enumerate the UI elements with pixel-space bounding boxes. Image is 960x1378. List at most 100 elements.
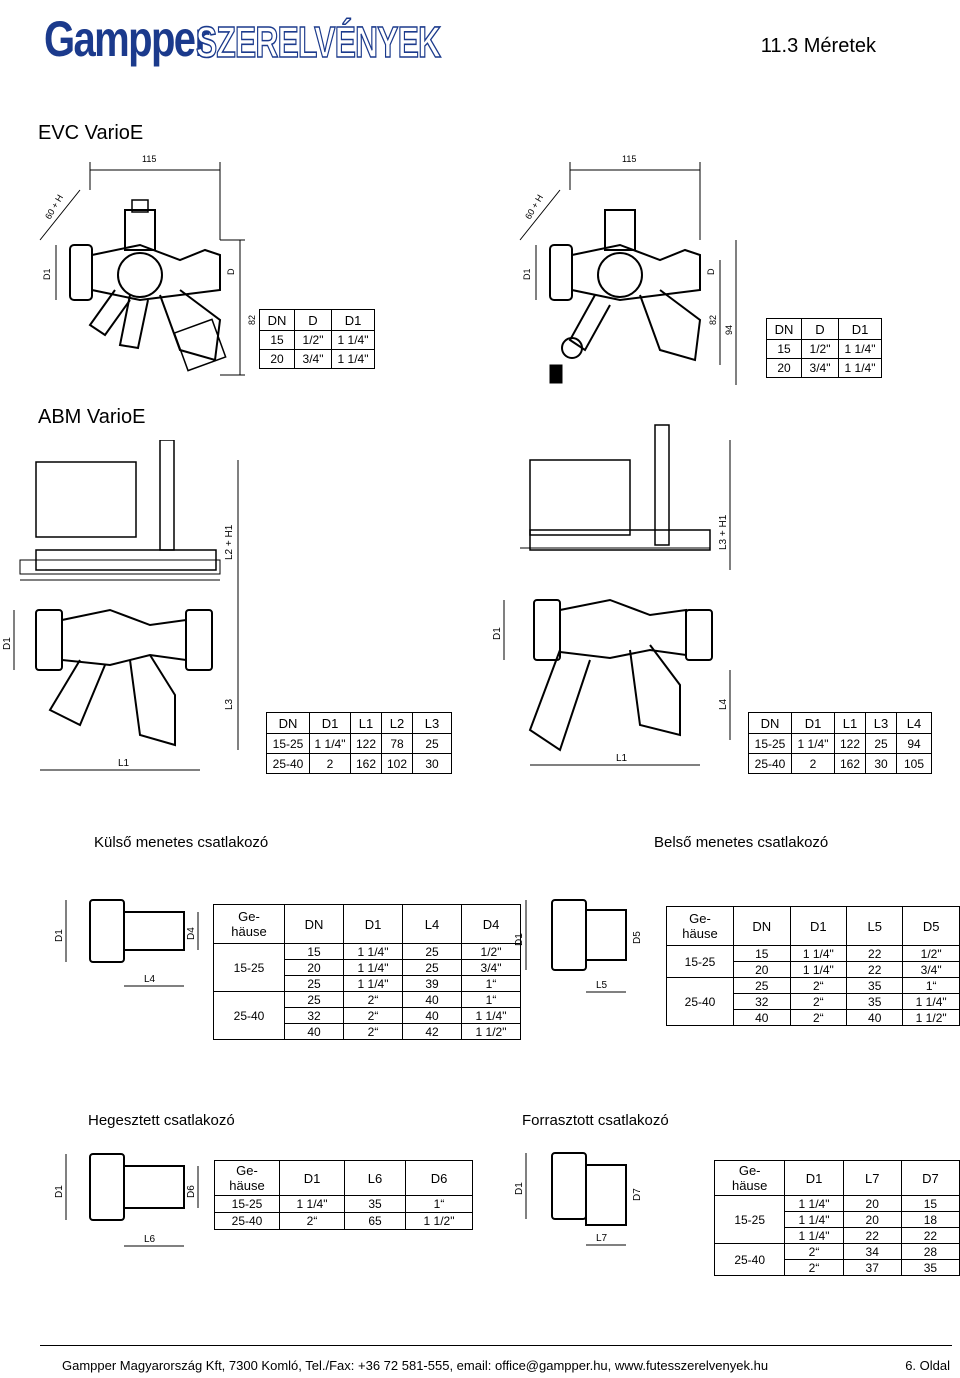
cell: 40 [846, 1009, 904, 1026]
cell: 35 [900, 1259, 960, 1276]
cell: 2 [309, 753, 351, 774]
cell: 30 [865, 753, 897, 774]
col-l3: L3 [865, 712, 897, 734]
cell: 20 [842, 1195, 902, 1212]
col-gehause: Ge- häuse [713, 1160, 786, 1196]
table-header-row: DN D D1 [259, 309, 375, 331]
col-dn: DN [748, 712, 792, 734]
cell: 162 [834, 753, 866, 774]
cell: 15 [733, 945, 791, 962]
cell: 25 [865, 733, 897, 754]
cell: 32 [284, 1007, 344, 1024]
col-l1: L1 [350, 712, 382, 734]
hegesztett-d6-label: D6 [186, 1185, 197, 1198]
forrasztott-d7-label: D7 [632, 1188, 643, 1201]
col-d: D [294, 309, 332, 331]
cell: 25 [284, 975, 344, 992]
abm-valve-drawing-left: L2 + H1 D1 L3 L1 [2, 440, 239, 771]
abm-l1-label-right: L1 [616, 753, 628, 764]
cell: 15-25 [748, 733, 792, 754]
cell: 42 [402, 1023, 462, 1040]
cell: 20 [284, 959, 344, 976]
cell: 25 [284, 991, 344, 1008]
col-l1: L1 [834, 712, 866, 734]
evc-dim-60h-left: 60 + H [43, 193, 65, 221]
evc-dim-94-right: 94 [724, 325, 734, 335]
col-gehause: Ge- häuse [214, 1160, 280, 1196]
cell: 1 1/4" [838, 339, 882, 359]
col-l6: L6 [344, 1160, 406, 1196]
cell: 122 [834, 733, 866, 754]
cell: 3/4" [902, 961, 960, 978]
evc-valve-drawing-left: 115 60 + H D1 D 82 [39, 154, 257, 376]
abm-valve-drawing-right: L3 + H1 D1 L4 L1 [492, 424, 731, 766]
table-header-row: Ge- häuse DN D1 L4 D4 [213, 904, 521, 944]
belso-fitting-drawing: D1 D5 L5 [514, 899, 643, 993]
cell: 1/2" [902, 945, 960, 962]
cell: 94 [896, 733, 932, 754]
cell: 1 1/4" [789, 961, 848, 978]
col-l4: L4 [402, 904, 462, 944]
cell: 18 [900, 1211, 960, 1228]
col-d1: D1 [789, 906, 848, 946]
cell: 1 1/4" [784, 1195, 844, 1212]
cell: 15 [284, 943, 344, 960]
cell-gehause: 15-25 [213, 943, 285, 992]
col-d7: D7 [900, 1160, 960, 1196]
evc-dim-60h-right: 60 + H [523, 193, 545, 221]
cell: 22 [900, 1227, 960, 1244]
logo-gampper: Gampper [44, 11, 210, 67]
forrasztott-d1-label: D1 [514, 1182, 525, 1195]
evc-d1-label-right: D1 [522, 268, 532, 280]
cell: 40 [284, 1023, 344, 1040]
cell: 1 1/4" [791, 733, 835, 754]
cell: 1 1/2" [902, 1009, 960, 1026]
evc-d-label-left: D [226, 268, 236, 275]
cell: 1 1/4" [784, 1227, 844, 1244]
cell-gehause: 15-25 [665, 945, 735, 978]
col-d4: D4 [461, 904, 521, 944]
table-header-row: DN D D1 [766, 318, 882, 340]
kulso-l4-label: L4 [144, 974, 156, 985]
kulso-fitting-drawing: D1 D4 L4 [54, 899, 199, 987]
abm-l4-label-right: L4 [718, 698, 729, 710]
col-dn: DN [766, 318, 802, 340]
col-d1: D1 [343, 904, 403, 944]
cell: 2“ [789, 1009, 848, 1026]
hegesztett-title: Hegesztett csatlakozó [88, 1112, 235, 1129]
table-header-row: Ge- häuse D1 L7 D7 [713, 1160, 960, 1196]
cell: 25-40 [748, 753, 792, 774]
evc-dim-82-right: 82 [708, 315, 718, 325]
cell: 1 1/4" [838, 358, 882, 378]
col-l5: L5 [846, 906, 904, 946]
cell: 1/2" [294, 330, 332, 350]
cell: 3/4" [294, 349, 332, 369]
cell: 15-25 [266, 733, 310, 754]
col-gehause: Ge- häuse [665, 906, 735, 946]
abm-l2h1-label: L2 + H1 [224, 524, 235, 560]
cell: 1 1/4" [331, 349, 375, 369]
cell: 25-40 [214, 1212, 280, 1230]
hegesztett-fitting-drawing: D1 D6 L6 [54, 1153, 199, 1247]
cell: 32 [733, 993, 791, 1010]
kulso-d4-label: D4 [186, 927, 197, 940]
cell: 22 [842, 1227, 902, 1244]
col-dn: DN [259, 309, 295, 331]
cell: 162 [350, 753, 382, 774]
cell: 1/2" [461, 943, 521, 960]
cell: 15 [900, 1195, 960, 1212]
belso-title: Belső menetes csatlakozó [654, 834, 829, 851]
col-d: D [801, 318, 839, 340]
table-header-row: DN D1 L1 L3 L4 [748, 712, 932, 734]
